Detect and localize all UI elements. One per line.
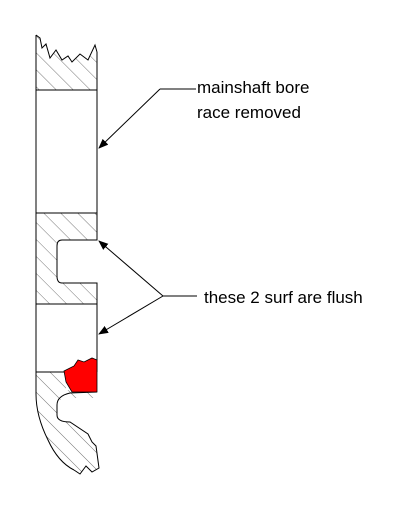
top-section bbox=[35, 34, 98, 91]
flush-leader bbox=[98, 240, 197, 335]
bore-label-line2: race removed bbox=[197, 103, 301, 122]
flush-surface-highlight bbox=[63, 357, 98, 393]
flush-label: these 2 surf are flush bbox=[204, 288, 363, 307]
bore-label-line1: mainshaft bore bbox=[197, 78, 309, 97]
bottom-section bbox=[35, 371, 100, 475]
mainshaft-bore-region bbox=[35, 90, 98, 213]
middle-housing-section bbox=[35, 212, 98, 305]
bore-leader bbox=[98, 88, 196, 149]
